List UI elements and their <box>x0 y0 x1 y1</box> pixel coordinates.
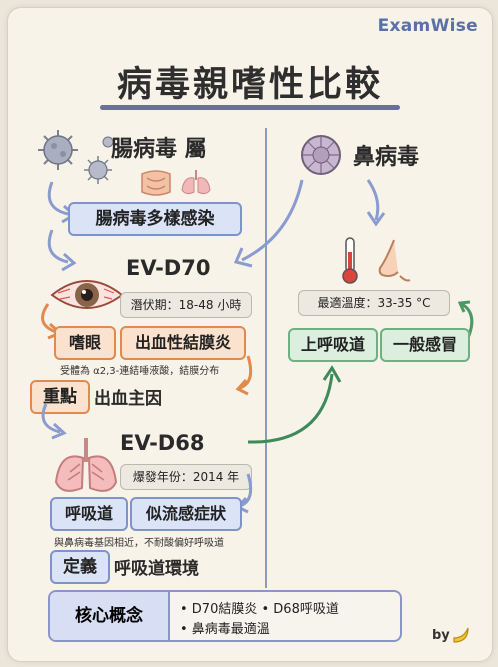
thermometer-icon <box>342 237 358 284</box>
key-point-label: 重點 <box>30 380 90 414</box>
page-title: 病毒親嗜性比較 <box>116 65 383 105</box>
core-concept-box: 核心概念 • D70結膜炎 • D68呼吸道 • 鼻病毒最適溫 <box>48 590 402 642</box>
virus-cluster-icon <box>38 130 114 184</box>
tag-respiratory: 呼吸道 <box>50 497 128 531</box>
tag-flu-like-symptoms: 似流感症狀 <box>130 497 242 531</box>
arrow-ev68-to-upper-respiratory <box>247 365 342 444</box>
definition-value: 呼吸道環境 <box>114 559 199 579</box>
ev-d68-title: EV-D68 <box>120 431 205 455</box>
ev70-receptor-note: 受體為 α2,3-連結唾液酸，結膜分布 <box>60 366 220 377</box>
core-concept-label: 核心概念 <box>50 592 170 640</box>
definition-label: 定義 <box>50 550 110 584</box>
ev-d70-title: EV-D70 <box>126 256 211 280</box>
core-concept-item: • 鼻病毒最適溫 <box>180 622 270 637</box>
key-point-value: 出血主因 <box>94 389 162 409</box>
rhinovirus-header: 鼻病毒 <box>353 145 420 170</box>
title-underline <box>100 105 400 110</box>
tag-hemorrhagic-conjunctivitis: 出血性結膜炎 <box>120 326 246 360</box>
arrow-to-ev68 <box>41 403 67 440</box>
intestine-icon <box>141 170 171 196</box>
arrow-orange-curve <box>235 355 253 396</box>
arrow-to-ev70 <box>47 229 77 272</box>
lungs-icon <box>54 438 118 492</box>
optimal-temperature-badge: 最適溫度：33-35 °C <box>298 290 450 316</box>
rhinovirus-icon <box>301 135 341 175</box>
tag-upper-respiratory: 上呼吸道 <box>288 328 378 362</box>
core-concept-item: • D70結膜炎 • D68呼吸道 <box>180 602 339 617</box>
enterovirus-header: 腸病毒 屬 <box>111 137 207 162</box>
nose-icon <box>378 239 411 282</box>
byline: by <box>432 628 450 643</box>
infographic-card: ExamWise 病毒親嗜性比較 腸病毒 屬 腸病毒多樣感染 EV <box>7 7 493 662</box>
incubation-period-badge: 潛伏期：18-48 小時 <box>120 292 252 318</box>
banana-icon <box>453 627 469 643</box>
outbreak-year-badge: 爆發年份：2014 年 <box>120 464 252 490</box>
ev68-genetic-note: 與鼻病毒基因相近，不耐酸偏好呼吸道 <box>54 538 224 549</box>
infection-badge: 腸病毒多樣感染 <box>68 202 242 236</box>
column-divider <box>265 128 267 588</box>
tag-common-cold: 一般感冒 <box>380 328 470 362</box>
lungs-icon-small <box>181 170 211 195</box>
brand-logo: ExamWise <box>377 16 478 36</box>
arrow-to-temp <box>366 179 386 227</box>
tag-eye-tropism: 嗜眼 <box>54 326 116 360</box>
arrow-rhinovirus-to-ev70 <box>233 179 304 268</box>
